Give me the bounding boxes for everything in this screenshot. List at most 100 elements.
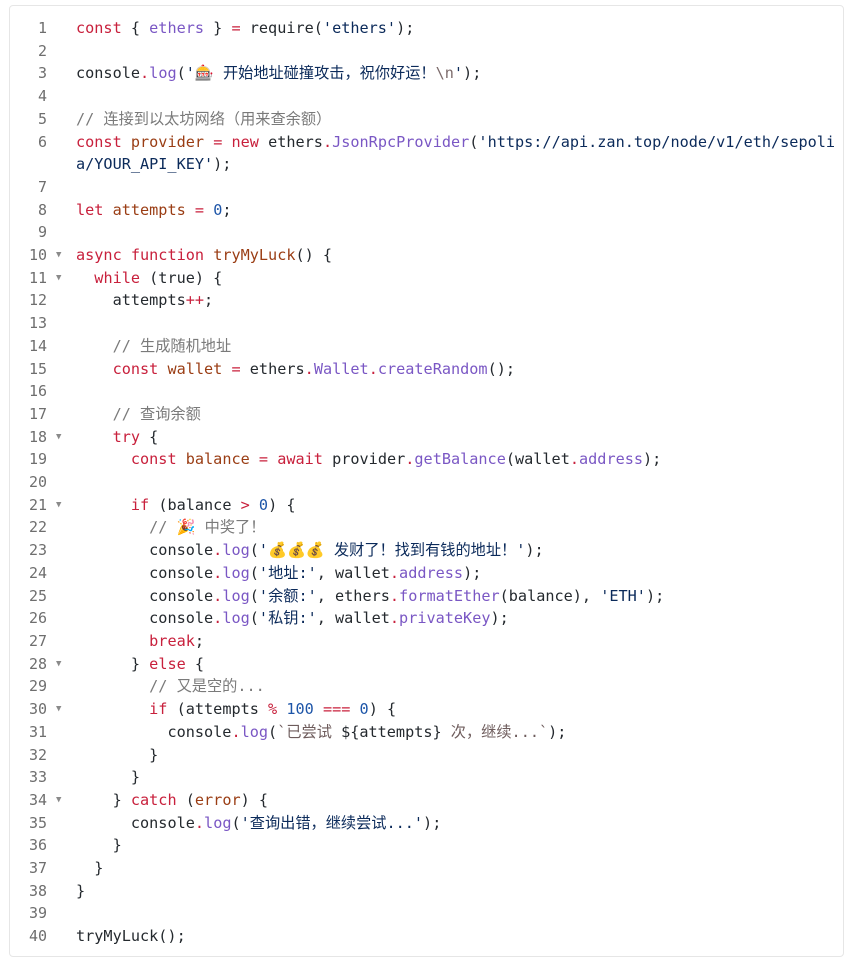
token-prop: JsonRpcProvider: [332, 132, 470, 151]
token-pl: ;: [222, 200, 232, 219]
line-content[interactable]: try {: [76, 426, 843, 449]
gutter: 25: [10, 585, 76, 608]
fold-toggle-icon[interactable]: ▼: [56, 431, 62, 442]
line-content[interactable]: }: [76, 857, 843, 880]
line-number: 13: [28, 314, 47, 333]
line-content[interactable]: while (true) {: [76, 267, 843, 290]
line-content[interactable]: // 又是空的...: [76, 675, 843, 698]
token-pl: );: [525, 541, 544, 560]
token-tpl: `已尝试: [277, 722, 342, 741]
line-content[interactable]: [76, 221, 843, 244]
line-content[interactable]: const provider = new ethers.JsonRpcProvi…: [76, 131, 843, 176]
gutter: 23: [10, 539, 76, 562]
line-content[interactable]: const { ethers } = require('ethers');: [76, 17, 843, 40]
code-line-36: 36 }: [10, 834, 843, 857]
line-content[interactable]: [76, 85, 843, 108]
line-content[interactable]: [76, 380, 843, 403]
line-content[interactable]: } else {: [76, 653, 843, 676]
line-content[interactable]: [76, 471, 843, 494]
code-line-1: 1 const { ethers } = require('ethers');: [10, 17, 843, 40]
code-line-19: 19 const balance = await provider.getBal…: [10, 448, 843, 471]
line-content[interactable]: } catch (error) {: [76, 789, 843, 812]
token-pl: (true) {: [140, 268, 223, 287]
line-number: 20: [28, 473, 47, 492]
line-content[interactable]: [76, 40, 843, 63]
line-content[interactable]: console.log('查询出错，继续尝试...');: [76, 812, 843, 835]
line-content[interactable]: [76, 902, 843, 925]
code-line-17: 17 // 查询余额: [10, 403, 843, 426]
code-line-20: 20: [10, 471, 843, 494]
token-op: %: [268, 700, 278, 719]
line-content[interactable]: const balance = await provider.getBalanc…: [76, 448, 843, 471]
code-block[interactable]: 1 const { ethers } = require('ethers'); …: [9, 5, 844, 957]
token-pl: }: [76, 745, 159, 764]
line-content[interactable]: [76, 176, 843, 199]
gutter: 40: [10, 925, 76, 948]
fold-toggle-icon[interactable]: ▼: [56, 658, 62, 669]
token-pl: [76, 518, 149, 536]
line-content[interactable]: // 查询余额: [76, 403, 843, 426]
token-pl: [76, 269, 94, 287]
line-content[interactable]: if (attempts % 100 === 0) {: [76, 698, 843, 721]
token-prop: log: [222, 609, 250, 628]
line-content[interactable]: [76, 312, 843, 335]
line-content[interactable]: tryMyLuck();: [76, 925, 843, 948]
fold-toggle-icon[interactable]: ▼: [56, 272, 62, 283]
token-str: '查询出错，继续尝试...': [240, 813, 424, 832]
line-content[interactable]: console.log('地址:', wallet.address);: [76, 562, 843, 585]
token-pl: );: [490, 609, 509, 628]
token-var: wallet: [167, 359, 223, 378]
line-content[interactable]: console.log('余额:', ethers.formatEther(ba…: [76, 585, 843, 608]
line-number: 31: [28, 722, 47, 741]
line-content[interactable]: break;: [76, 630, 843, 653]
line-number: 38: [28, 881, 47, 900]
gutter: 36: [10, 834, 76, 857]
fold-toggle-icon[interactable]: ▼: [56, 250, 62, 261]
fold-toggle-icon[interactable]: ▼: [56, 794, 62, 805]
line-content[interactable]: }: [76, 880, 843, 903]
line-number: 7: [37, 177, 47, 196]
line-number: 1: [37, 19, 47, 37]
line-content[interactable]: async function tryMyLuck() {: [76, 244, 843, 267]
token-str: '💰💰💰 发财了！找到有钱的地址！': [258, 541, 526, 560]
line-content[interactable]: // 连接到以太坊网络（用来查余额）: [76, 108, 843, 131]
line-content[interactable]: }: [76, 766, 843, 789]
fold-toggle-icon[interactable]: ▼: [56, 499, 62, 510]
line-content[interactable]: console.log('🎰 开始地址碰撞攻击，祝你好运！\n');: [76, 62, 843, 85]
code-line-12: 12 attempts++;: [10, 289, 843, 312]
line-content[interactable]: let attempts = 0;: [76, 199, 843, 222]
token-kw: const: [112, 359, 159, 378]
token-str: '私钥:': [258, 609, 317, 628]
token-op: =: [194, 200, 205, 219]
token-op: .: [569, 450, 580, 469]
code-line-26: 26 console.log('私钥:', wallet.privateKey)…: [10, 607, 843, 630]
line-content[interactable]: console.log('💰💰💰 发财了！找到有钱的地址！');: [76, 539, 843, 562]
line-content[interactable]: console.log('私钥:', wallet.privateKey);: [76, 607, 843, 630]
gutter: 16: [10, 380, 76, 403]
fold-toggle-icon[interactable]: ▼: [56, 704, 62, 715]
token-prop: address: [399, 563, 464, 582]
token-pl: (: [249, 609, 259, 628]
gutter: 24: [10, 562, 76, 585]
token-pl: console: [76, 813, 195, 832]
token-pl: );: [213, 155, 232, 174]
line-content[interactable]: // 生成随机地址: [76, 335, 843, 358]
token-pl: (attempts: [167, 700, 269, 719]
token-pl: [222, 133, 231, 151]
token-pl: [122, 133, 131, 151]
token-op: .: [213, 586, 223, 605]
line-number: 34: [28, 790, 47, 809]
line-content[interactable]: attempts++;: [76, 289, 843, 312]
gutter: 29: [10, 675, 76, 698]
line-content[interactable]: }: [76, 744, 843, 767]
line-content[interactable]: console.log(`已尝试 ${attempts} 次，继续...`);: [76, 721, 843, 744]
token-pl: );: [645, 586, 665, 605]
line-content[interactable]: const wallet = ethers.Wallet.createRando…: [76, 358, 843, 381]
token-pl: );: [463, 64, 482, 83]
line-number: 18: [28, 427, 47, 446]
line-content[interactable]: }: [76, 834, 843, 857]
code-line-23: 23 console.log('💰💰💰 发财了！找到有钱的地址！');: [10, 539, 843, 562]
line-content[interactable]: if (balance > 0) {: [76, 494, 843, 517]
token-cm: // 🎉 中奖了！: [149, 518, 266, 537]
line-content[interactable]: // 🎉 中奖了！: [76, 516, 843, 539]
